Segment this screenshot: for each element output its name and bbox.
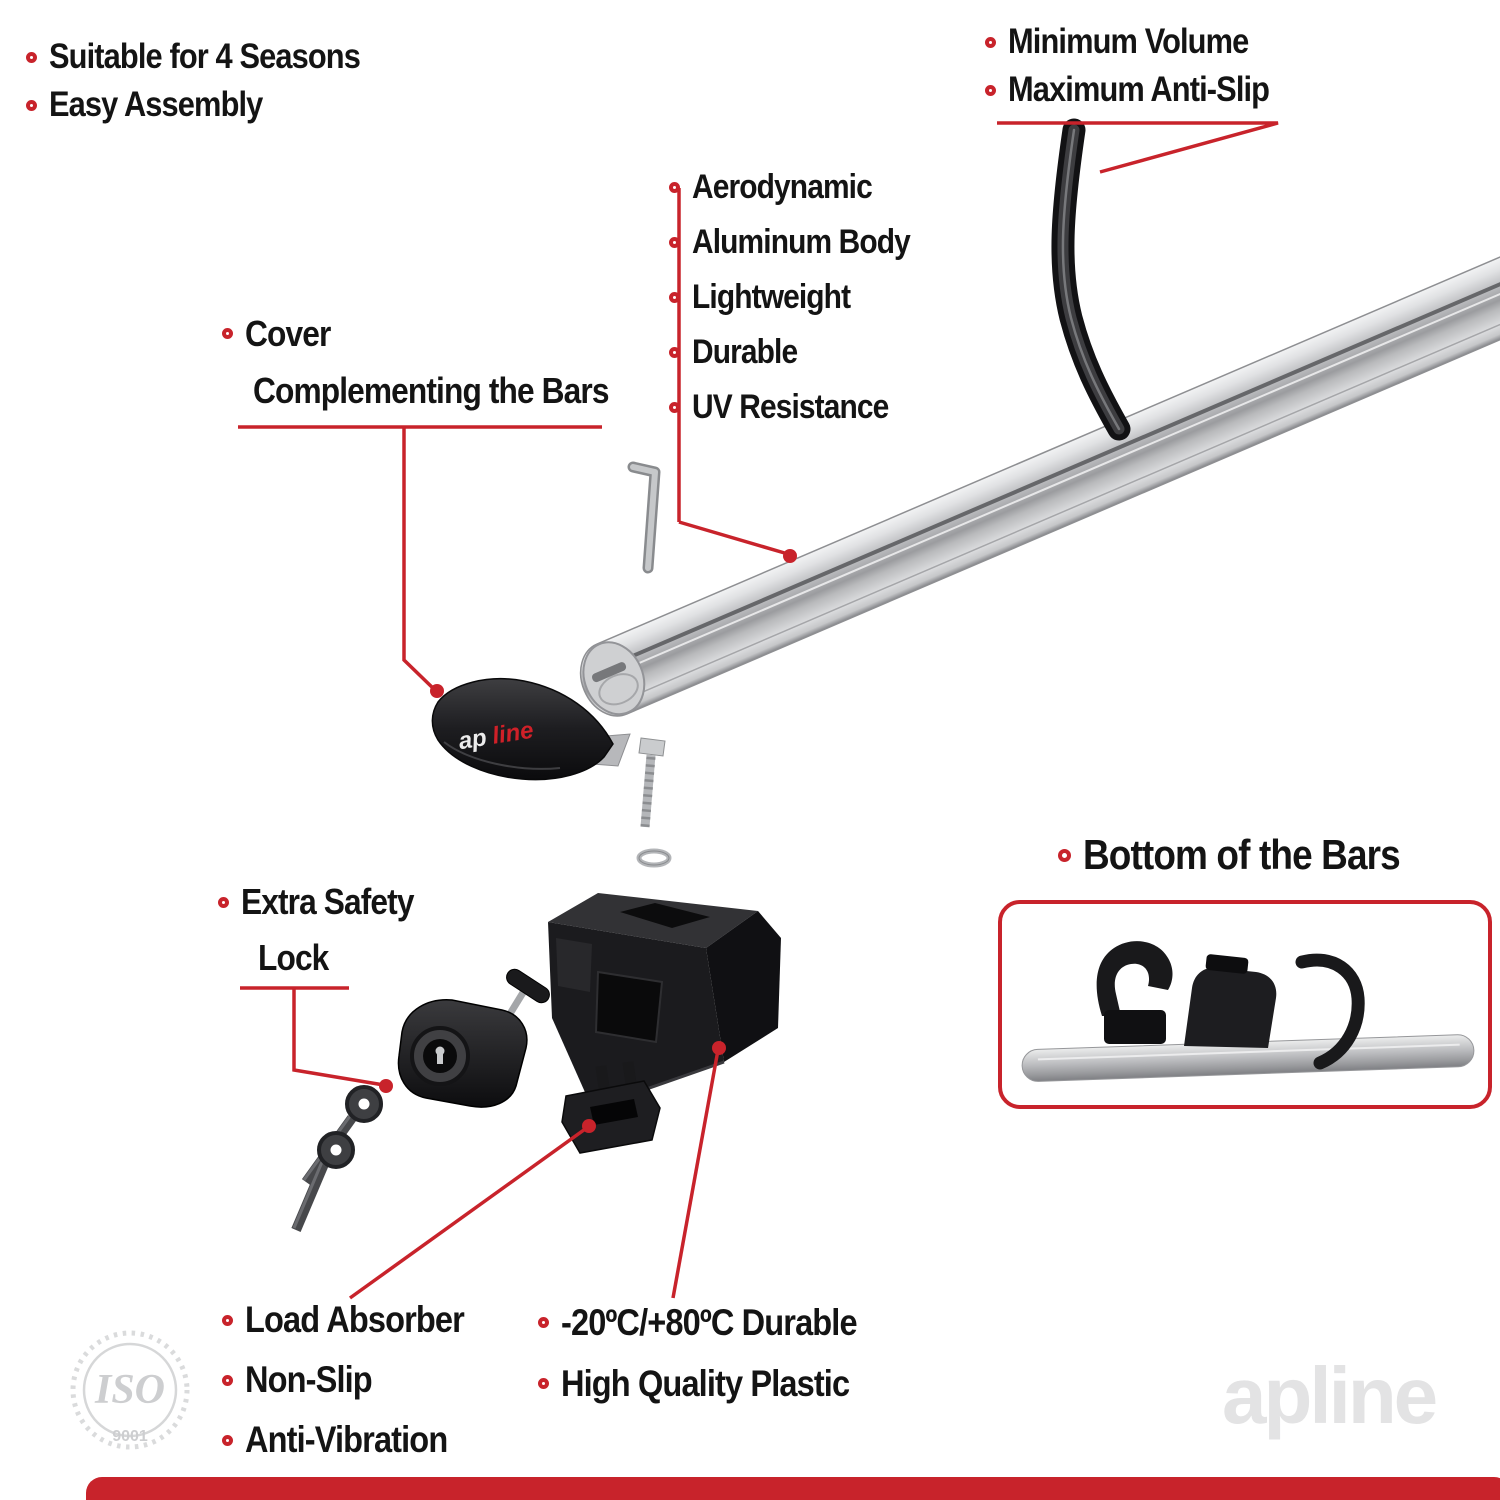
leader-load-absorber [348,1125,590,1300]
list-item: Cover [222,305,657,362]
lock-callout: Extra Safety Lock [218,874,437,986]
rubber-strip-graphic [1051,118,1131,441]
bolt-graphic [638,737,666,828]
bottom-of-bars-title: Bottom of the Bars [1058,829,1443,881]
bullet-icon [669,292,680,303]
bullet-icon [222,328,233,339]
list-item: Lock [218,930,437,986]
list-item: Lightweight [669,270,940,325]
leader-features-to-bar [678,520,789,556]
dot-lock [379,1079,393,1093]
list-item: Aluminum Body [669,215,940,270]
bottom-left-feature-list: Load Absorber Non-Slip Anti-Vibration [222,1290,494,1470]
iso-text: ISO [94,1367,165,1413]
list-item: Minimum Volume [985,18,1305,66]
feature-text: Aluminum Body [692,223,911,261]
feature-text: Easy Assembly [49,85,263,124]
brand-watermark: apline [1222,1351,1438,1440]
bullet-icon [26,51,37,63]
dot-bar [783,549,797,563]
list-item: Non-Slip [222,1350,494,1410]
mounting-foot-graphic [548,893,781,1110]
washer-graphic [636,848,672,868]
feature-text: Anti-Vibration [245,1419,448,1460]
top-left-feature-list: Suitable for 4 Seasons Easy Assembly [26,33,402,129]
bullet-icon [985,84,996,96]
list-item: -20ºC/+80ºC Durable [538,1292,897,1353]
iso-number-text: 9001 [112,1428,148,1445]
feature-text: Durable [692,333,798,371]
bottom-right-feature-list: -20ºC/+80ºC Durable High Quality Plastic [538,1292,897,1414]
bullet-icon [669,402,680,413]
safety-lock-graphic [397,968,550,1108]
bullet-icon [985,36,996,48]
feature-text: Aerodynamic [692,168,873,206]
logo-suffix-text: line [490,717,535,750]
dot-cover [430,684,444,698]
leader-cover-drop [402,427,438,693]
list-item: High Quality Plastic [538,1353,897,1414]
callout-text-line2: Complementing the Bars [253,369,609,411]
top-right-feature-list: Minimum Volume Maximum Anti-Slip [985,18,1305,114]
feature-text: Lightweight [692,278,851,316]
bottom-accent-bar [86,1477,1500,1500]
bullet-icon [538,1378,549,1389]
list-item: Suitable for 4 Seasons [26,33,402,81]
bullet-icon [1058,848,1071,862]
list-item: Extra Safety [218,874,437,930]
feature-text: Suitable for 4 Seasons [49,37,361,76]
iso-certification-seal: ISO 9001 [70,1330,190,1450]
list-item: Maximum Anti-Slip [985,66,1305,114]
list-item: UV Resistance [669,380,940,435]
leader-antislip [997,121,1279,174]
feature-text: Load Absorber [245,1299,465,1340]
list-item: Aerodynamic [669,160,940,215]
feature-text: High Quality Plastic [561,1362,850,1404]
bar-feature-list: Aerodynamic Aluminum Body Lightweight Du… [669,160,940,435]
callout-text-line1: Extra Safety [241,881,414,922]
bullet-icon [26,99,37,111]
list-item: Bottom of the Bars [1058,829,1443,881]
bullet-icon [669,347,680,358]
logo-prefix-text: ap [457,724,489,755]
dot-foot [712,1041,726,1055]
bullet-icon [222,1314,233,1326]
bottom-of-bars-panel [998,900,1492,1109]
bullet-icon [669,182,680,193]
panel-title-text: Bottom of the Bars [1083,831,1401,878]
leader-dots [379,549,797,1133]
bullet-icon [222,1374,233,1386]
feature-text: UV Resistance [692,388,889,426]
feature-text: Maximum Anti-Slip [1008,70,1270,109]
list-item: Easy Assembly [26,81,402,129]
crossbar-graphic [579,245,1500,717]
callout-text-line1: Cover [245,312,331,354]
feature-text: -20ºC/+80ºC Durable [561,1301,858,1343]
bullet-icon [669,237,680,248]
allen-key-graphic [627,461,661,574]
bullet-icon [222,1434,233,1446]
cover-logo: ap line [457,717,536,755]
end-cap-cover-graphic: ap line [431,678,614,781]
leader-lock-drop [292,988,385,1087]
dot-pad [582,1119,596,1133]
list-item: Load Absorber [222,1290,494,1350]
feature-text: Minimum Volume [1008,22,1249,61]
list-item: Complementing the Bars [222,362,657,419]
feature-text: Non-Slip [245,1359,373,1400]
list-item: Durable [669,325,940,380]
load-absorber-pad-graphic [561,1061,661,1154]
keys-graphic [291,1085,383,1232]
list-item: Anti-Vibration [222,1410,494,1470]
leader-durability [671,1049,720,1299]
cover-callout: Cover Complementing the Bars [222,305,657,419]
callout-text-line2: Lock [258,937,329,978]
bullet-icon [538,1317,549,1328]
bullet-icon [218,896,229,908]
